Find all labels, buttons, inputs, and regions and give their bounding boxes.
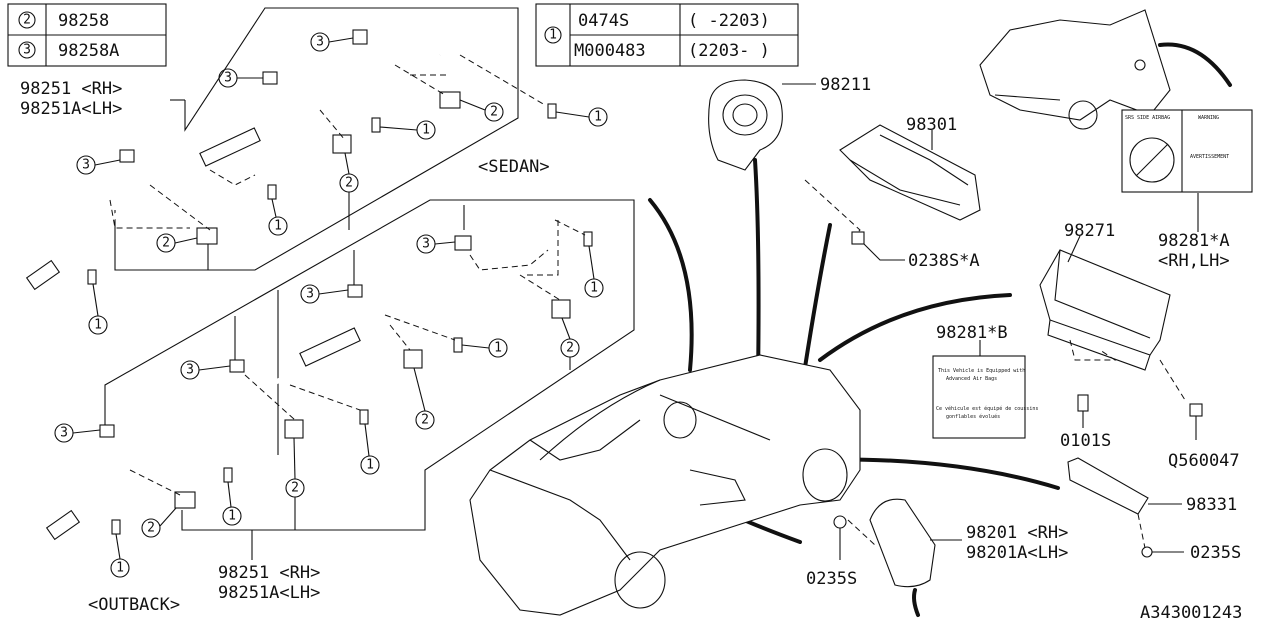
advanced-airbag-label: This Vehicle is Equipped with Advanced A… [932, 340, 1038, 439]
legend-left: 2 98258 3 98258A [7, 3, 167, 67]
car-top-right [979, 9, 1232, 130]
legend-circle-3: 3 [23, 43, 31, 58]
callout-2: 2 [566, 341, 574, 356]
outback-curtain-panel: 3 3 3 3 2 2 2 2 1 1 1 1 1 [45, 199, 635, 578]
sedan-curtain-panel: 3 3 3 2 2 2 1 1 1 1 [25, 7, 608, 335]
callout-1: 1 [94, 318, 102, 333]
callout-3: 3 [186, 363, 194, 378]
seat-airbag-label-lh: 98201A<LH> [966, 543, 1068, 563]
legend-part-98258: 98258 [58, 11, 109, 31]
legend-range-1: ( -2203) [688, 11, 770, 31]
nut-q-label: Q560047 [1168, 451, 1240, 471]
legend-range-2: (2203- ) [688, 41, 770, 61]
legend-part-m000483: M000483 [574, 41, 646, 61]
knee-bracket [798, 124, 981, 402]
outback-curtain-label-rh: 98251 <RH> [218, 563, 320, 583]
callout-1: 1 [594, 110, 602, 125]
callout-2: 2 [291, 481, 299, 496]
callout-3: 3 [422, 237, 430, 252]
knee-bracket-label: 98301 [906, 115, 957, 135]
callout-2: 2 [162, 236, 170, 251]
car-body-main [469, 198, 861, 616]
callout-1: 1 [228, 509, 236, 524]
label-a: 98281*A [1158, 231, 1230, 251]
callout-2: 2 [147, 521, 155, 536]
callout-2: 2 [490, 105, 498, 120]
legend-part-0474s: 0474S [578, 11, 629, 31]
seat-airbag-label-rh: 98201 <RH> [966, 523, 1068, 543]
knee-airbag-label: 98331 [1186, 495, 1237, 515]
side-airbag-warning-label: SRS SIDE AIRBAG WARNING AVERTISSEMENT [1121, 109, 1253, 232]
passenger-airbag [818, 235, 1203, 440]
caution-line-1: This Vehicle is Equipped with [938, 368, 1025, 374]
legend-circle-2: 2 [23, 13, 31, 28]
caution-line-2: Advanced Air Bags [946, 376, 997, 382]
callout-1: 1 [494, 341, 502, 356]
sedan-curtain-label-rh: 98251 <RH> [20, 79, 122, 99]
bolt-a-label: 0238S*A [908, 251, 980, 271]
callout-3: 3 [306, 287, 314, 302]
warning-right-sub: AVERTISSEMENT [1190, 154, 1229, 160]
callout-3: 3 [224, 71, 232, 86]
callout-2: 2 [345, 176, 353, 191]
callout-3: 3 [316, 35, 324, 50]
legend-part-98258a: 98258A [58, 41, 119, 61]
nut-0235-bottom-label: 0235S [806, 569, 857, 589]
outback-curtain-label-lh: 98251A<LH> [218, 583, 320, 603]
caution-label-b: 98281*B [936, 323, 1008, 343]
warning-right-title: WARNING [1198, 115, 1219, 121]
callout-3: 3 [60, 426, 68, 441]
callout-1: 1 [366, 458, 374, 473]
legend-right: 1 0474S ( -2203) M000483 (2203- ) [535, 3, 799, 67]
warning-left-title: SRS SIDE AIRBAG [1125, 115, 1170, 121]
passenger-airbag-label: 98271 [1064, 221, 1115, 241]
label-a-side: <RH,LH> [1158, 251, 1230, 271]
callout-3: 3 [82, 158, 90, 173]
callout-2: 2 [421, 413, 429, 428]
outback-label: <OUTBACK> [88, 595, 180, 615]
driver-airbag-label: 98211 [820, 75, 871, 95]
caution-line-3: Ce véhicule est équipé de coussins [936, 405, 1038, 412]
sedan-label: <SEDAN> [478, 157, 550, 177]
driver-airbag [708, 79, 816, 382]
callout-1: 1 [422, 123, 430, 138]
caution-line-4: gonflables évolués [946, 413, 1000, 420]
callout-1: 1 [274, 219, 282, 234]
callout-1: 1 [116, 561, 124, 576]
legend-circle-1: 1 [549, 28, 557, 43]
nut-0235-right-label: 0235S [1190, 543, 1241, 563]
callout-1: 1 [590, 281, 598, 296]
bolt-0101-label: 0101S [1060, 431, 1111, 451]
diagram-id: A343001243 [1140, 603, 1242, 623]
sedan-curtain-label-lh: 98251A<LH> [20, 99, 122, 119]
